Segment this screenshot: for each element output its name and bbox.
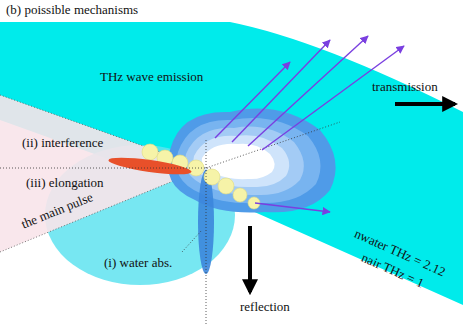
emission-region — [168, 109, 336, 213]
interference-spots — [142, 144, 260, 209]
mechanism-label: (iii) elongation — [26, 176, 104, 190]
reflection-label: reflection — [240, 300, 290, 314]
axis-line — [0, 168, 212, 169]
transmission-label: transmission — [372, 80, 438, 94]
emission-label: THz wave emission — [100, 70, 203, 84]
main-pulse-beam — [0, 95, 205, 252]
mechanism-label: (i) water abs. — [104, 256, 172, 270]
thz-arrows — [215, 36, 404, 212]
figure-title: (b) poissible mechanisms — [6, 3, 138, 17]
reflection-arrow — [248, 226, 252, 292]
transmission-arrow — [395, 102, 455, 106]
mechanism-label: (ii) interference — [22, 136, 103, 150]
emission-region — [193, 135, 289, 187]
water-film — [0, 22, 463, 305]
elongated-pulse — [108, 154, 193, 178]
axis-line — [206, 122, 340, 168]
leader-line — [182, 230, 202, 252]
emission-region — [176, 118, 320, 203]
